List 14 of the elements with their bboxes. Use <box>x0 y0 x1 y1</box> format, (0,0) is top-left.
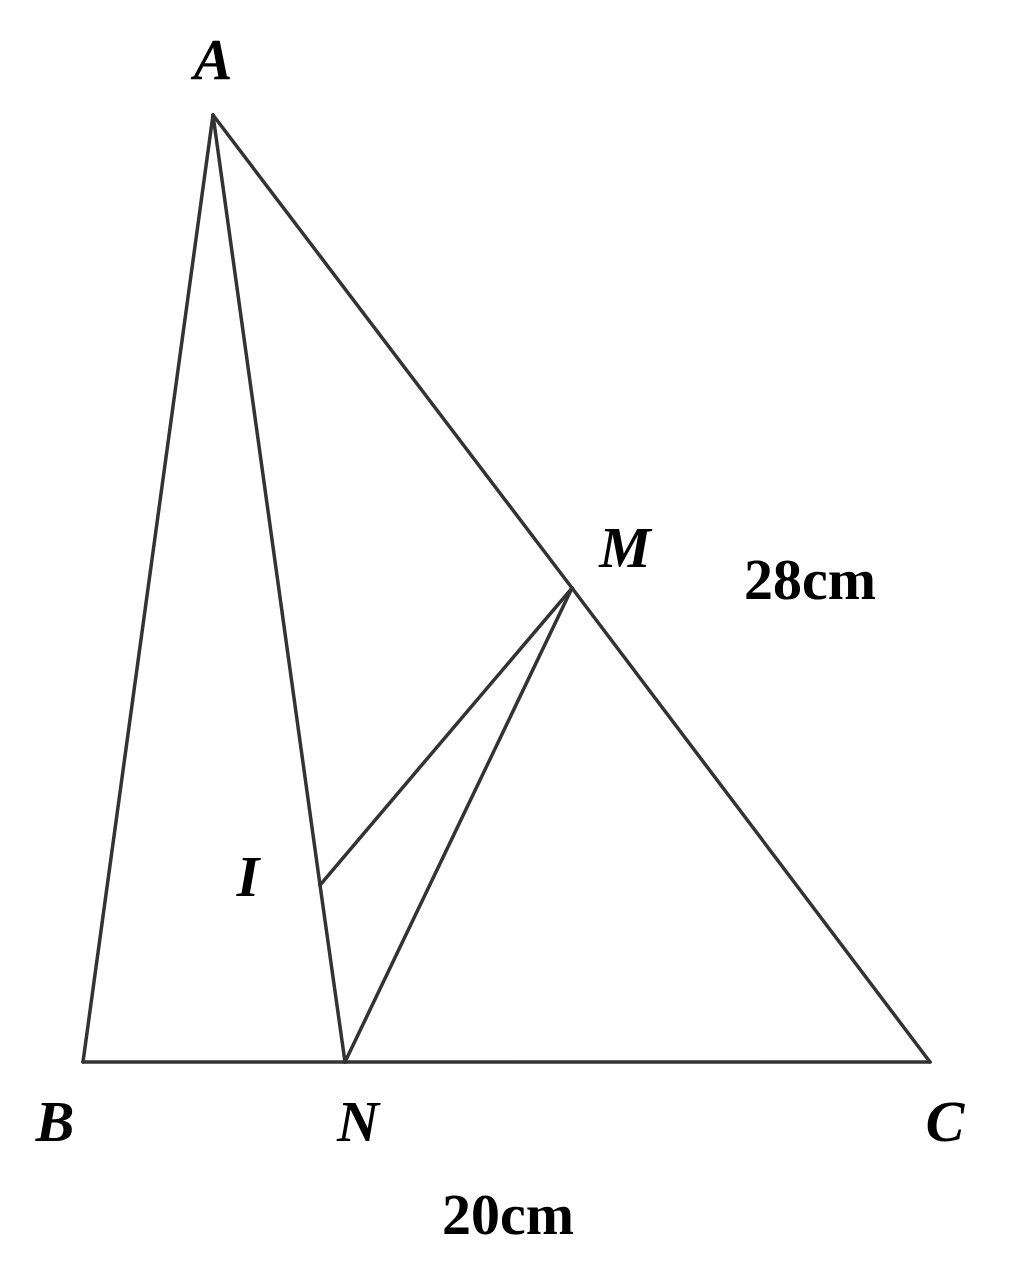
point-label: A <box>190 40 230 80</box>
line-segment <box>318 883 347 1064</box>
length-label: 20cm <box>444 1195 574 1235</box>
line-segment <box>343 586 574 1064</box>
point-label: M <box>598 529 653 567</box>
length-label: 28cm <box>746 560 876 600</box>
point-label: C <box>927 1102 965 1142</box>
line-segment <box>570 586 932 1064</box>
line-segment <box>211 113 322 887</box>
line-segment <box>343 1060 932 1064</box>
line-segment <box>81 1060 347 1064</box>
point-label: B <box>35 1102 73 1142</box>
point-label: I <box>236 858 261 896</box>
point-label: N <box>336 1103 381 1141</box>
